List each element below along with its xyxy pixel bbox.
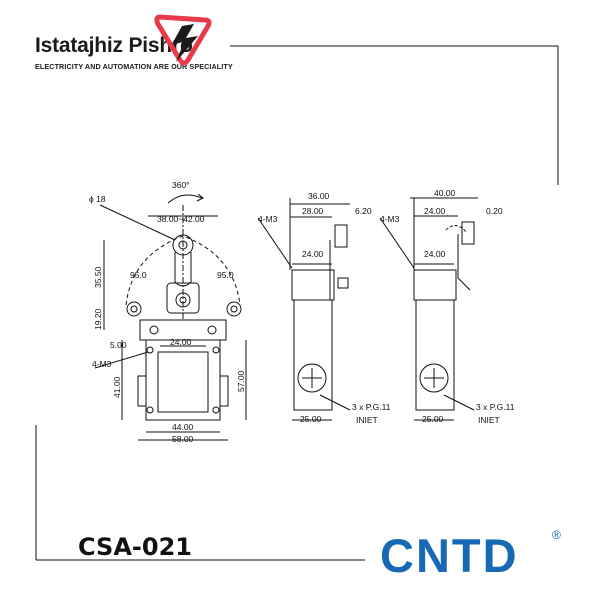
side1-screws: 4-M3 xyxy=(258,214,278,224)
front-angle-right: 95.0 xyxy=(217,270,234,280)
brand-tagline: ELECTRICITY AND AUTOMATION ARE OUR SPECI… xyxy=(35,62,233,71)
front-body-height-right: 57.00 xyxy=(236,370,246,392)
front-body-height-left: 41.00 xyxy=(112,376,122,398)
front-angle-left: 95.0 xyxy=(130,270,147,280)
side2-roller-width: 0.20 xyxy=(486,206,503,216)
side2-overall: 40.00 xyxy=(434,188,456,198)
front-base-outer: 58.00 xyxy=(172,434,194,444)
front-rotation-label: 360° xyxy=(172,180,190,190)
manufacturer-logo: CNTD xyxy=(380,529,519,582)
side2-lever-offset: 24.00 xyxy=(424,206,446,216)
front-height-lower: 19.20 xyxy=(93,308,103,330)
side2-conduit: 3 x P.G.11 xyxy=(476,402,515,412)
front-mount-spacing: 24.00 xyxy=(170,337,192,347)
front-view xyxy=(94,193,247,441)
play-triangle-lightning-icon xyxy=(154,14,212,66)
front-offset: 5.00 xyxy=(110,340,127,350)
side2-screws: 4-M3 xyxy=(380,214,400,224)
front-roller-diameter: ϕ 18 xyxy=(89,194,106,204)
front-base-inner: 44.00 xyxy=(172,422,194,432)
side-view-2 xyxy=(379,197,478,421)
product-model: CSA-021 xyxy=(78,533,192,561)
front-height-roller: 35.50 xyxy=(93,266,103,288)
side-view-1 xyxy=(257,198,351,421)
brand-title: Istatajhiz Pishro xyxy=(35,34,193,57)
side1-roller-width: 6.20 xyxy=(355,206,372,216)
side1-conduit: 3 x P.G.11 xyxy=(352,402,391,412)
side1-lever-offset: 28.00 xyxy=(302,206,324,216)
side2-mount-spacing: 24.00 xyxy=(424,249,446,259)
side1-mount-spacing: 24.00 xyxy=(302,249,324,259)
side1-base-width: 25.00 xyxy=(300,414,322,424)
front-lever-length: 38.00~42.00 xyxy=(157,214,205,224)
front-screws: 4-M3 xyxy=(92,359,112,369)
side1-inlet: INIET xyxy=(356,415,378,425)
side2-base-width: 25.00 xyxy=(422,414,444,424)
side2-inlet: INIET xyxy=(478,415,500,425)
side1-overall: 36.00 xyxy=(308,191,330,201)
rotation-arrow xyxy=(167,194,203,204)
registered-mark: ® xyxy=(552,528,561,542)
